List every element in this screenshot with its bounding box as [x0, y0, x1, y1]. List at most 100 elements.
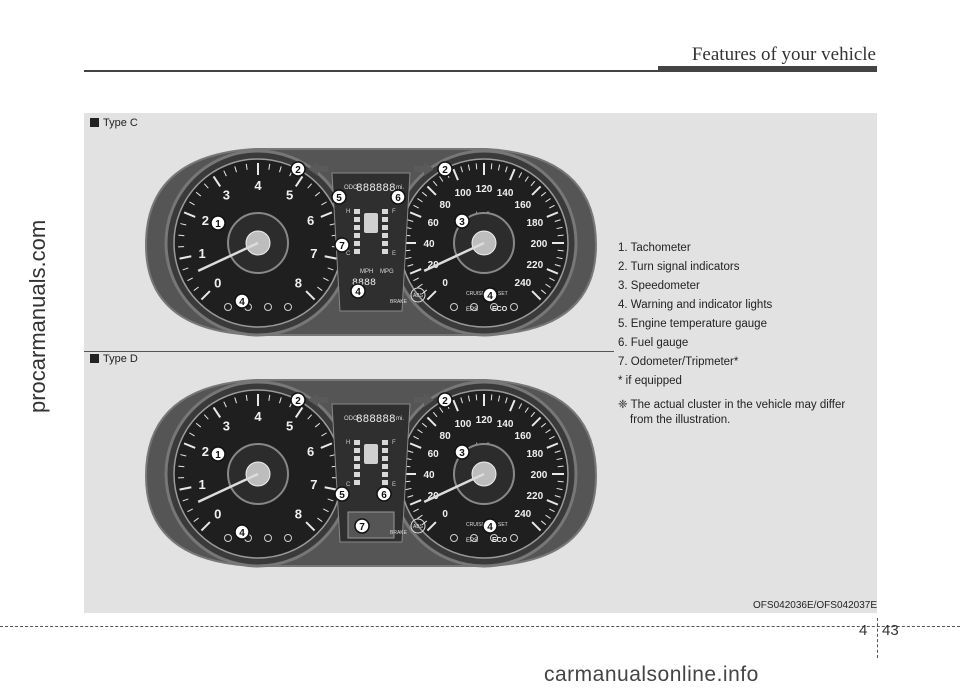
gauge-tick	[413, 508, 419, 513]
temp-bar-segment	[354, 241, 360, 246]
footer-rule	[0, 626, 960, 627]
gauge-tick	[317, 517, 323, 523]
abs-warning-icon	[410, 287, 426, 303]
gauge-tick	[268, 163, 271, 170]
gauge-tick	[546, 442, 559, 449]
temp-bar-segment	[354, 209, 360, 214]
gauge-tick	[405, 487, 412, 491]
turn-left-arrow-icon	[308, 393, 328, 407]
gauge-tick	[323, 508, 329, 513]
eco-indicator: ECO	[492, 537, 508, 544]
gauge-tick	[413, 277, 419, 282]
warning-light-icon	[224, 303, 232, 311]
gauge-tick-label: 120	[476, 415, 493, 426]
gauge-tick	[540, 289, 547, 295]
gauge-tick	[540, 520, 547, 526]
gauge-tick	[545, 514, 551, 519]
odo-label: ODO	[344, 416, 358, 422]
turn-right-arrow-icon	[414, 162, 434, 176]
gauge-tick	[183, 211, 196, 218]
callout-number: 2	[295, 165, 301, 176]
temp-bar-segment	[354, 448, 360, 453]
header-rule-accent	[658, 66, 877, 72]
warning-light-icon	[510, 534, 518, 542]
gauge-tick-label: 6	[307, 444, 314, 459]
legend-note: ❈ The actual cluster in the vehicle may …	[618, 399, 846, 426]
gauge-tick	[556, 487, 563, 491]
gauge-tick	[405, 256, 412, 260]
gauge-tick	[307, 414, 313, 420]
gauge-tick	[321, 432, 327, 437]
fuel-bar-segment	[382, 456, 388, 461]
gauge-tick-label: 3	[223, 419, 230, 434]
gauge-tick	[187, 508, 193, 513]
cruise-indicator: CRUISE	[466, 522, 486, 528]
temp-bar-segment	[354, 217, 360, 222]
set-indicator: SET	[498, 522, 508, 528]
gauge-tick	[509, 399, 516, 412]
gauge-tick	[549, 435, 555, 440]
cluster-type-c: 012345678x1000rpm02040608010012014016018…	[144, 148, 598, 337]
gauge-tick-label: 220	[526, 491, 543, 502]
header-title: Features of your vehicle	[691, 44, 876, 65]
brake-label: BRAKE	[390, 530, 408, 536]
callout-number: 1	[215, 450, 221, 461]
gauge-tick	[475, 394, 478, 401]
gauge-tick-label: 180	[526, 449, 543, 460]
temp-bar-segment	[354, 464, 360, 469]
gauge-tick	[317, 286, 323, 292]
gauge-tick-label: 160	[515, 200, 532, 211]
type-divider	[84, 351, 614, 352]
warning-light-icon	[510, 303, 518, 311]
gauge-tick	[407, 219, 414, 222]
gauge-tick	[505, 397, 508, 404]
callout-badge	[350, 283, 366, 299]
gauge-tick-label: 220	[526, 260, 543, 271]
gauge-tick	[307, 183, 313, 189]
gauge-tick	[187, 277, 193, 282]
callout-number: 2	[295, 396, 301, 407]
callout-number: 5	[339, 490, 345, 501]
gauge-tick	[545, 198, 551, 203]
temp-bar-segment	[354, 440, 360, 445]
gauge-tick	[549, 277, 555, 282]
fuel-bar-segment	[382, 233, 388, 238]
gauge-tick	[320, 442, 333, 449]
gauge-tick-label: 0	[442, 509, 448, 520]
fuel-full-label: F	[392, 209, 396, 215]
gauge-tick	[327, 267, 334, 271]
legend-item: 5. Engine temperature gauge	[618, 318, 767, 330]
gauge-tick	[314, 191, 321, 197]
brake-label: BRAKE	[390, 299, 408, 305]
gauge-tick	[203, 183, 209, 189]
warning-light-icon	[470, 534, 478, 542]
fuel-bar-segment	[382, 448, 388, 453]
callout-badge	[390, 189, 406, 205]
gauge-tick-label: 1	[198, 246, 205, 261]
callout-badge	[334, 486, 350, 502]
gauge-tick	[268, 394, 271, 401]
gauge-tick	[545, 429, 551, 434]
gauge-tick	[409, 499, 422, 506]
gauge-tick-label: 40	[423, 239, 435, 250]
legend-item: 7. Odometer/Tripmeter*	[618, 356, 739, 368]
temp-bar-segment	[354, 472, 360, 477]
fuel-bar-segment	[382, 241, 388, 246]
warning-light-icon	[284, 534, 292, 542]
gauge-tick	[294, 175, 304, 188]
fuel-empty-label: E	[392, 482, 396, 488]
legend-footnote: * if equipped	[618, 375, 682, 387]
warning-light-icon	[450, 534, 458, 542]
gauge-tick	[193, 286, 199, 292]
callout-number: 5	[336, 193, 342, 204]
gauge-tick	[557, 249, 564, 252]
gauge-tick	[234, 397, 237, 404]
fuel-bar-segment	[382, 472, 388, 477]
fuel-bar-segment	[382, 217, 388, 222]
set-indicator: SET	[498, 291, 508, 297]
gauge-tick	[409, 268, 422, 275]
warning-light-icon	[264, 303, 272, 311]
gauge-tick	[549, 204, 555, 209]
callout-number: 6	[395, 193, 401, 204]
trip-digits: 8888	[352, 278, 376, 289]
